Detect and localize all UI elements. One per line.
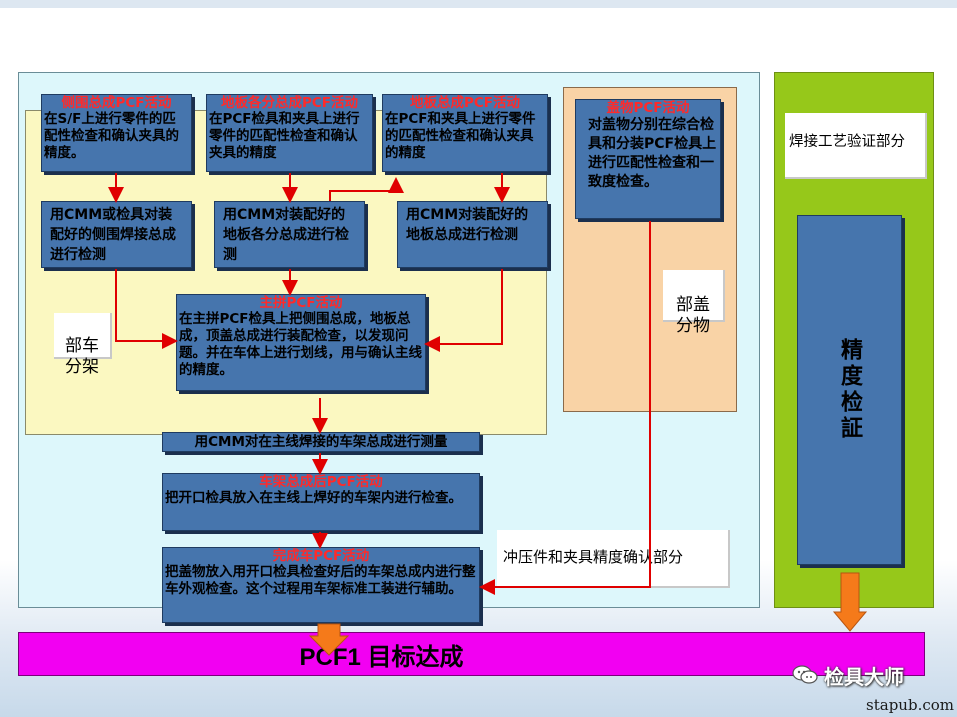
box-title: 主拼PCF活动 xyxy=(259,295,343,311)
goal-text: PCF1 目标达成 xyxy=(299,643,464,671)
box-text: 在主拼PCF检具上把侧围总成，地板总成，顶盖总成进行装配检查，以发现问题。并在车… xyxy=(179,311,422,378)
box-text: 用CMM对装配好的地板总成进行检测 xyxy=(406,207,529,243)
cover-label-text: 部盖 分物 xyxy=(676,295,710,336)
wechat-icon xyxy=(792,664,818,686)
box-text: 用CMM对在主线焊接的车架总成进行测量 xyxy=(194,434,448,450)
cover-label: 部盖 分物 xyxy=(663,270,725,336)
watermark-brand-text: 检具大师 xyxy=(824,664,904,689)
cmm-side-wall-box: 用CMM或检具对装配好的侧围焊接总成进行检测 xyxy=(41,201,192,268)
box-title: 盖物PCF活动 xyxy=(606,100,690,116)
box-text: 在S/F上进行零件的匹配性检查和确认夹具的精度。 xyxy=(44,111,179,161)
side-wall-pcf-box: 侧围总成PCF活动 在S/F上进行零件的匹配性检查和确认夹具的精度。 xyxy=(41,94,192,172)
watermark-site: stapub.com xyxy=(858,696,954,716)
box-title: 地板各分总成PCF活动 xyxy=(220,95,359,111)
accuracy-verification-text: 精度检証 xyxy=(837,338,862,442)
main-pcf-box: 主拼PCF活动 在主拼PCF检具上把侧围总成，地板总成，顶盖总成进行装配检查，以… xyxy=(176,294,426,391)
frame-assembly-pcf-box: 车架总成后PCF活动 把开口检具放入在主线上焊好的车架内进行检查。 xyxy=(162,473,480,531)
box-text: 把开口检具放入在主线上焊好的车架内进行检查。 xyxy=(165,490,462,506)
body-frame-label: 部车 分架 xyxy=(54,313,112,377)
box-text: 在PCF和夹具上进行零件的匹配性检查和确认夹具的精度 xyxy=(385,111,536,161)
box-text: 对盖物分别在综合检具和分装PCF检具上进行匹配性检查和一致度检查。 xyxy=(588,117,717,190)
box-text: 把盖物放入用开口检具检查好后的车架总成内进行整车外观检查。这个过程用车架标准工装… xyxy=(165,564,476,597)
cmm-floor-sub-box: 用CMM对装配好的地板各分总成进行检测 xyxy=(214,201,365,268)
floor-assembly-pcf-box: 地板总成PCF活动 在PCF和夹具上进行零件的匹配性检查和确认夹具的精度 xyxy=(382,94,548,172)
stamping-fixture-label-text: 冲压件和夹具精度确认部分 xyxy=(503,548,684,566)
box-title: 侧围总成PCF活动 xyxy=(61,95,172,111)
watermark-brand: 检具大师 xyxy=(792,660,942,690)
top-band xyxy=(0,0,957,8)
box-title: 地板总成PCF活动 xyxy=(409,95,521,111)
welding-verification-label: 焊接工艺验证部分 xyxy=(785,113,927,179)
accuracy-verification-box: 精度检証 xyxy=(797,215,902,565)
complete-vehicle-pcf-box: 完成车PCF活动 把盖物放入用开口检具检查好后的车架总成内进行整车外观检查。这个… xyxy=(162,547,480,623)
stamping-fixture-label: 冲压件和夹具精度确认部分 xyxy=(497,530,730,588)
main-line-cmm-box: 用CMM对在主线焊接的车架总成进行测量 xyxy=(162,432,480,452)
cover-pcf-box: 盖物PCF活动 对盖物分别在综合检具和分装PCF检具上进行匹配性检查和一致度检查… xyxy=(575,99,721,219)
body-frame-label-text: 部车 分架 xyxy=(65,336,99,377)
box-title: 车架总成后PCF活动 xyxy=(259,474,383,490)
welding-verification-label-text: 焊接工艺验证部分 xyxy=(789,134,905,150)
box-title: 完成车PCF活动 xyxy=(272,548,370,564)
cmm-floor-box: 用CMM对装配好的地板总成进行检测 xyxy=(397,201,548,268)
box-text: 用CMM或检具对装配好的侧围焊接总成进行检测 xyxy=(50,207,176,263)
floor-sub-assembly-pcf-box: 地板各分总成PCF活动 在PCF检具和夹具上进行零件的匹配性检查和确认夹具的精度 xyxy=(206,94,373,172)
box-text: 用CMM对装配好的地板各分总成进行检测 xyxy=(223,207,349,263)
watermark-site-text: stapub.com xyxy=(866,696,954,714)
pcf1-goal-bar: PCF1 目标达成 xyxy=(18,632,925,676)
box-text: 在PCF检具和夹具上进行零件的匹配性检查和确认夹具的精度 xyxy=(209,111,360,161)
